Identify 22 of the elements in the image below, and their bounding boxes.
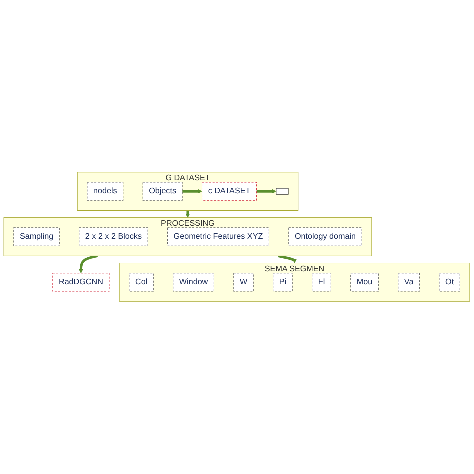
node-box <box>276 188 289 195</box>
node-box: RadDGCNN <box>52 273 110 292</box>
arrow <box>78 254 98 274</box>
node-box: Sampling <box>14 228 60 246</box>
node-box: nodels <box>87 182 124 201</box>
node-box: Pi <box>273 273 293 292</box>
node-box: Objects <box>142 182 183 201</box>
node-box: Geometric Features XYZ <box>168 228 270 246</box>
arrow <box>278 254 297 264</box>
node-box: Ontology domain <box>288 228 362 246</box>
node-box: Fl <box>312 273 332 292</box>
node-box: Mou <box>350 273 379 292</box>
arrow <box>182 189 202 194</box>
node-box: Va <box>398 273 420 292</box>
node-box: Ot <box>439 273 460 292</box>
node-box: 2 x 2 x 2 Blocks <box>79 228 148 246</box>
arrow <box>256 189 277 194</box>
node-box: Window <box>173 273 214 292</box>
node-box: Col <box>129 273 154 292</box>
arrow <box>186 210 190 218</box>
node-box: c DATASET <box>202 182 257 201</box>
node-box: W <box>234 273 254 292</box>
